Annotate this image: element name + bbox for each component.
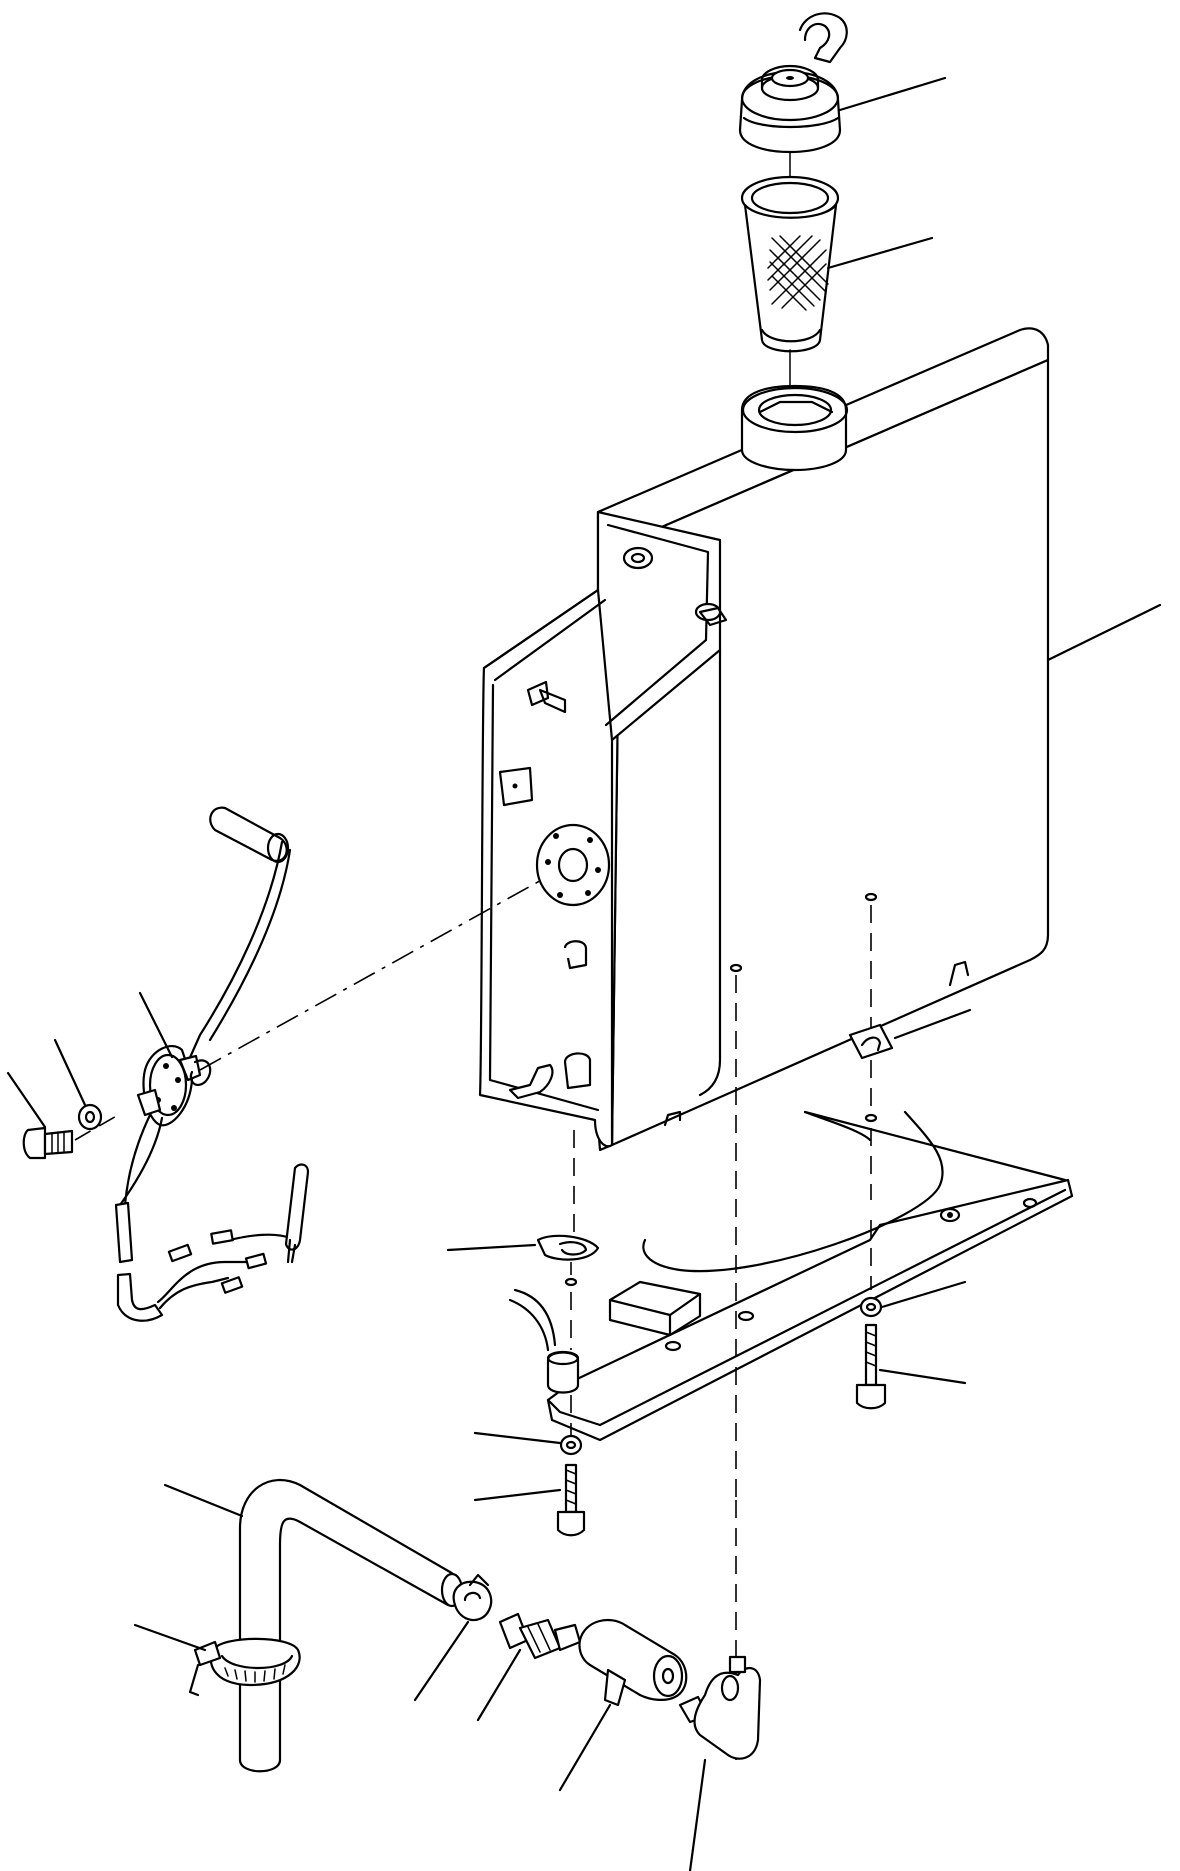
u-clip-right bbox=[848, 1023, 894, 1060]
bolt-right bbox=[855, 1323, 887, 1410]
leader-line-cap bbox=[838, 76, 947, 112]
filler-cap bbox=[738, 12, 848, 154]
u-clip-left bbox=[536, 1234, 600, 1261]
sender-washer bbox=[77, 1103, 103, 1131]
leader-line-strainer bbox=[826, 236, 934, 270]
connector bbox=[498, 1612, 582, 1660]
washer-right bbox=[859, 1296, 883, 1318]
bracket-plate bbox=[508, 1110, 1074, 1442]
filter-housing bbox=[578, 1618, 688, 1707]
sender-screw bbox=[22, 1126, 74, 1160]
leader-line-sender bbox=[138, 991, 174, 1059]
fuel-tank bbox=[478, 327, 1050, 1152]
elbow-fitting bbox=[678, 1655, 762, 1760]
leader-line-tank bbox=[1046, 603, 1162, 662]
hose-clamp bbox=[452, 1573, 493, 1622]
strainer bbox=[740, 175, 840, 353]
axis-sender bbox=[199, 877, 546, 1071]
fuel-gauge-sender bbox=[114, 806, 310, 1322]
bolt-left bbox=[556, 1463, 586, 1537]
washer-left bbox=[559, 1434, 583, 1456]
fuel-hose bbox=[238, 1479, 464, 1773]
